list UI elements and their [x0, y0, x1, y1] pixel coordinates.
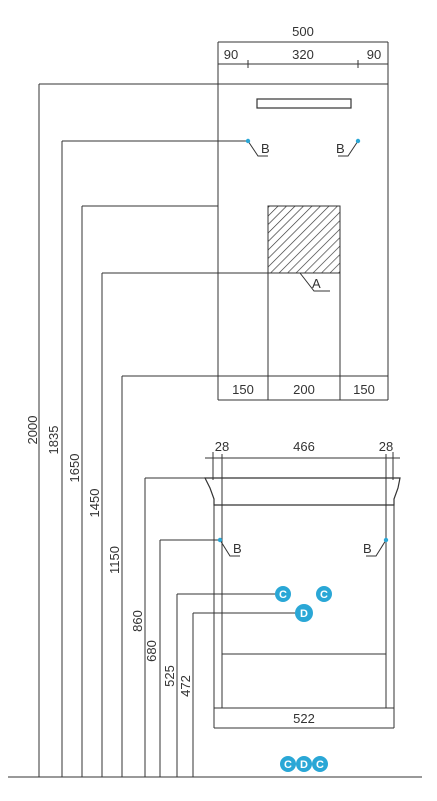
top-b-point-right [355, 138, 361, 144]
bottom-b-leader-right [366, 539, 387, 557]
height-label-472: 472 [178, 675, 193, 697]
top-label-a: A [312, 276, 321, 291]
floor-badge-c2: C [316, 759, 324, 771]
height-label-525: 525 [162, 665, 177, 687]
top-bottom-200: 200 [293, 382, 315, 397]
bottom-width-522: 522 [293, 711, 315, 726]
height-label-1150: 1150 [107, 546, 122, 574]
top-width-90-left: 90 [224, 47, 238, 62]
top-width-320: 320 [292, 47, 314, 62]
top-width-500: 500 [292, 24, 314, 39]
height-label-680: 680 [144, 640, 159, 662]
badge-c1: C [279, 589, 287, 601]
bottom-label-b-right: B [363, 541, 372, 556]
bottom-label-b-left: B [233, 541, 242, 556]
height-label-1450: 1450 [87, 489, 102, 518]
top-light-bar [256, 98, 352, 109]
bottom-b-point-right [383, 537, 389, 543]
badge-c2-circle [316, 586, 332, 602]
top-label-b-left: B [261, 141, 270, 156]
bottom-b-leader-left [219, 539, 240, 557]
top-unit-labels: 500 90 320 90 150 200 150 B B A [224, 24, 381, 397]
floor-badge-d: D [300, 759, 308, 771]
bottom-width-466: 466 [293, 439, 315, 454]
top-b-leader-left [247, 140, 268, 157]
bottom-b-point-left [217, 537, 223, 543]
top-b-leader-right [338, 140, 359, 157]
height-labels: 2000 1835 1650 1450 1150 860 680 525 472 [25, 416, 193, 697]
bottom-unit [204, 452, 401, 729]
top-label-b-right: B [336, 141, 345, 156]
height-label-1835: 1835 [46, 426, 61, 455]
basin-top [204, 477, 401, 506]
height-label-860: 860 [130, 610, 145, 632]
top-width-90-right: 90 [367, 47, 381, 62]
top-hatched-area [267, 205, 341, 274]
badge-c2: C [320, 589, 328, 601]
bottom-width-28-left: 28 [215, 439, 229, 454]
top-cabinet-outline [217, 83, 389, 377]
top-a-leader [299, 272, 330, 292]
badge-d-circle [295, 604, 313, 622]
floor-badge-c1: C [284, 759, 292, 771]
bottom-width-28-right: 28 [379, 439, 393, 454]
top-bottom-150-right: 150 [353, 382, 375, 397]
bottom-unit-labels: 28 466 28 522 B B [215, 439, 393, 726]
top-b-point-left [245, 138, 251, 144]
top-bottom-150-left: 150 [232, 382, 254, 397]
height-label-2000: 2000 [25, 416, 40, 445]
floor-badge-c2-circle [312, 756, 328, 772]
height-dimensions [38, 83, 296, 777]
height-label-1650: 1650 [67, 454, 82, 483]
badge-d: D [300, 608, 308, 620]
floor-badge-d-circle [296, 756, 312, 772]
floor-badge-c1-circle [280, 756, 296, 772]
outlet-badges: C C D C D C [275, 586, 332, 772]
badge-c1-circle [275, 586, 291, 602]
